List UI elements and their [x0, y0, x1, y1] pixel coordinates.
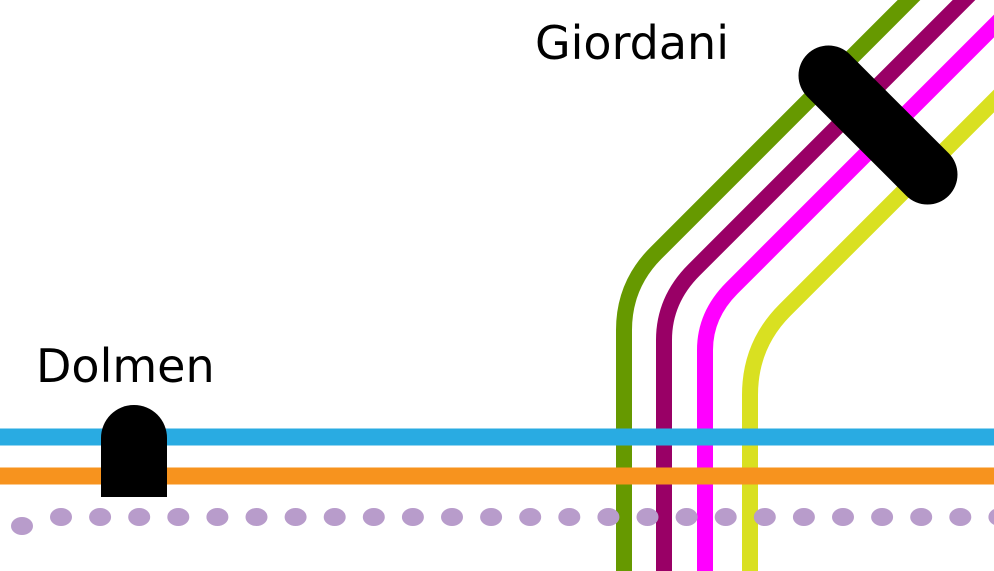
lilac-line-dot: [206, 508, 229, 526]
line-yellow[interactable]: [742, 85, 994, 571]
line-lilac-dotted[interactable]: [11, 508, 994, 535]
lilac-line-dot: [949, 508, 972, 526]
lilac-line-dot: [441, 508, 463, 526]
lilac-line-dot: [519, 508, 542, 526]
station-marker-dolmen[interactable]: [101, 405, 167, 497]
line-magenta[interactable]: [697, 0, 994, 571]
lilac-line-dot: [792, 508, 815, 526]
lilac-line-dot: [245, 508, 268, 526]
lilac-line-dot: [597, 508, 620, 526]
lilac-line-dot: [832, 508, 854, 526]
station-marker-giordani[interactable]: [786, 33, 970, 217]
lilac-line-dot: [362, 508, 385, 526]
lilac-line-dot: [89, 508, 112, 526]
lilac-line-dot: [871, 508, 894, 526]
lilac-line-dot: [714, 508, 737, 526]
lilac-line-dot: [910, 508, 933, 526]
lilac-line-dot: [480, 508, 503, 526]
lilac-line-dot: [401, 508, 424, 526]
lilac-line-dot: [284, 508, 307, 526]
lilac-line-dot: [675, 508, 698, 526]
station-label-dolmen: Dolmen: [36, 339, 215, 393]
line-maroon[interactable]: [656, 0, 980, 571]
lilac-line-dot: [11, 517, 33, 535]
lilac-line-dot: [753, 508, 776, 526]
lilac-line-dot: [636, 508, 659, 526]
lilac-line-dot: [988, 509, 994, 525]
lilac-line-dot: [50, 508, 72, 526]
lilac-line-dot: [558, 508, 581, 526]
lilac-line-dot: [323, 508, 346, 526]
line-green[interactable]: [616, 0, 921, 571]
lilac-line-dot: [128, 508, 151, 526]
station-label-giordani: Giordani: [535, 16, 729, 70]
lilac-line-dot: [167, 508, 190, 526]
